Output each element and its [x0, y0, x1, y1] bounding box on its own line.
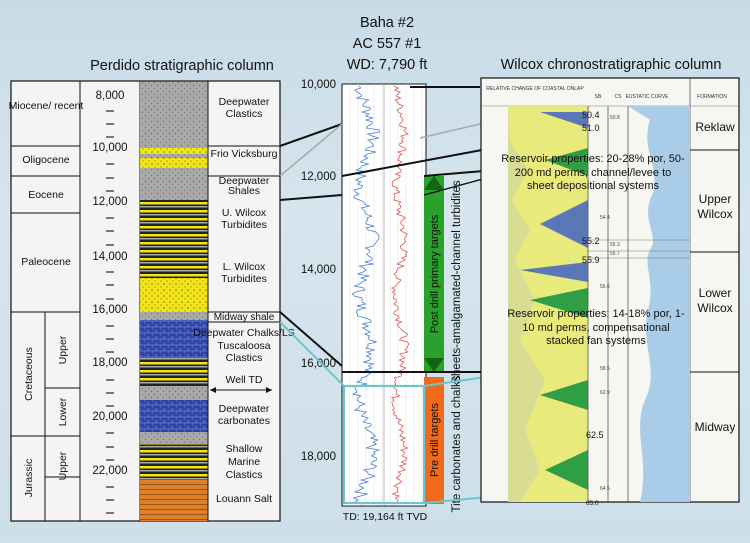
sub-upper-cretaceous: Upper — [57, 335, 69, 364]
unit-midway-shale: Midway shale — [214, 312, 275, 323]
small-age-58-5: 58.5 — [600, 366, 610, 372]
well-log: Baha #2 AC 557 #1 WD: 7,790 ft 10,000 12… — [301, 15, 463, 523]
well-title-1: Baha #2 — [360, 15, 414, 31]
small-age-64-5: 64.5 — [600, 486, 610, 492]
epoch-jurassic: Jurassic — [23, 459, 35, 498]
unit-shallow-marine: Shallow Marine Clastics — [226, 443, 263, 481]
unit-deepwater-shales: Deepwater Shales — [219, 176, 270, 196]
sub-lower-cretaceous: Lower — [57, 397, 69, 426]
wilcox-column: Wilcox chronostratigraphic column RELATI… — [480, 57, 740, 507]
unit-u-wilcox: U. Wilcox Turbidites — [221, 207, 267, 231]
small-age-54-4: 54.4 — [600, 215, 610, 221]
header-sb: SB — [595, 94, 602, 100]
eustatic-curve — [628, 106, 690, 502]
age-55-2: 55.2 — [582, 236, 600, 246]
header-onlap: RELATIVE CHANGE OF COASTAL ONLAP — [486, 86, 584, 92]
perdido-depth-14000: 14,000 — [92, 251, 127, 263]
age-65-0: 65.0 — [586, 500, 599, 507]
small-age-55-7: 55.7 — [610, 251, 620, 257]
post-drill-label: Post drill primary targets — [429, 214, 441, 333]
reservoir-lower-note: Reservoir properties: 14-18% por, 1-10 m… — [507, 308, 684, 347]
header-eustatic: EUSTATIC CURVE — [626, 94, 669, 100]
ages: 50.4 51.0 55.2 55.9 62.5 65.0 50.8 54.4 … — [582, 110, 690, 507]
tite-label: Tite carbonates and chalks — [451, 375, 463, 512]
formation-lower-wilcox: Lower Wilcox — [697, 286, 732, 315]
age-51-0: 51.0 — [582, 123, 600, 133]
epoch-cretaceous: Cretaceous — [23, 347, 35, 401]
wilcox-title: Wilcox chronostratigraphic column — [501, 57, 722, 73]
well-depth-12000: 12,000 — [301, 171, 336, 183]
perdido-depth-12000: 12,000 — [92, 196, 127, 208]
well-depth-10000: 10,000 — [301, 79, 336, 91]
well-depth-16000: 16,000 — [301, 358, 336, 370]
reservoir-upper-note: Reservoir properties: 20-28% por, 50-200… — [501, 153, 684, 192]
unit-l-wilcox: L. Wilcox Turbidites — [221, 261, 267, 285]
unit-frio-vicksburg: Frio Vicksburg — [211, 149, 278, 160]
unit-louann-salt: Louann Salt — [216, 493, 272, 505]
onlap-chart — [508, 106, 588, 502]
pre-drill-label: Pre drill targets — [429, 403, 441, 477]
perdido-depth-18000: 18,000 — [92, 357, 127, 369]
small-age-50-8: 50.8 — [610, 115, 620, 121]
small-age-62-9: 62.9 — [600, 390, 610, 396]
perdido-depth-22000: 22,000 — [92, 465, 127, 477]
age-column: Miocene/ recent Oligocene Eocene Paleoce… — [9, 81, 84, 521]
formations: Reklaw Upper Wilcox Lower Wilcox Midway — [690, 120, 739, 434]
td-label: TD: 19,164 ft TVD — [343, 511, 428, 523]
epoch-eocene: Eocene — [28, 189, 64, 201]
unit-tuscaloosa: Tuscaloosa Clastics — [217, 340, 270, 364]
age-62-5: 62.5 — [586, 430, 604, 440]
age-50-4: 50.4 — [582, 110, 600, 120]
unit-labels: Deepwater Clastics Frio Vicksburg Deepwa… — [193, 96, 295, 505]
unit-well-td: Well TD — [226, 374, 263, 386]
formation-midway: Midway — [695, 420, 736, 434]
epoch-oligocene: Oligocene — [22, 154, 69, 166]
header-cs: CS — [615, 94, 623, 100]
small-age-56-6: 56.6 — [600, 284, 610, 290]
well-title-3: WD: 7,790 ft — [347, 57, 428, 73]
log-grid — [349, 84, 423, 506]
well-title-2: AC 557 #1 — [353, 36, 422, 52]
age-55-9: 55.9 — [582, 255, 600, 265]
log-curve-red — [390, 85, 410, 505]
pre-drill-bar — [424, 377, 444, 504]
well-depth-18000: 18,000 — [301, 451, 336, 463]
log-curve-blue — [351, 85, 381, 505]
perdido-depth-16000: 16,000 — [92, 304, 127, 316]
perdido-title: Perdido stratigraphic column — [90, 58, 274, 74]
sheets-label: Sheets-amalgamated-channel turbidites — [451, 180, 463, 384]
well-depth-14000: 14,000 — [301, 264, 336, 276]
perdido-column: Perdido stratigraphic column Miocene/ re… — [9, 58, 295, 522]
formation-reklaw: Reklaw — [695, 120, 735, 134]
unit-deepwater-chalks: Deepwater Chalks/LS — [193, 327, 295, 339]
small-age-55-3: 55.3 — [610, 242, 620, 248]
unit-deepwater-clastics: Deepwater Clastics — [219, 96, 270, 120]
header-formation: FORMATION — [697, 94, 727, 100]
well-depth-axis: 10,000 12,000 14,000 16,000 18,000 — [301, 79, 336, 463]
epoch-miocene-line1: Miocene/ recent — [9, 100, 84, 112]
formation-upper-wilcox: Upper Wilcox — [697, 192, 732, 221]
lithology-column — [140, 80, 209, 521]
pre-drill-interval-box — [342, 384, 426, 505]
perdido-depth-8000: 8,000 — [96, 90, 125, 102]
epoch-paleocene: Paleocene — [21, 256, 71, 268]
perdido-depth-20000: 20,000 — [92, 411, 127, 423]
sub-upper-jurassic: Upper — [57, 451, 69, 480]
unit-deepwater-carbonates: Deepwater carbonates — [218, 403, 270, 427]
perdido-depth-10000: 10,000 — [92, 142, 127, 154]
post-drill-bar — [424, 176, 444, 372]
